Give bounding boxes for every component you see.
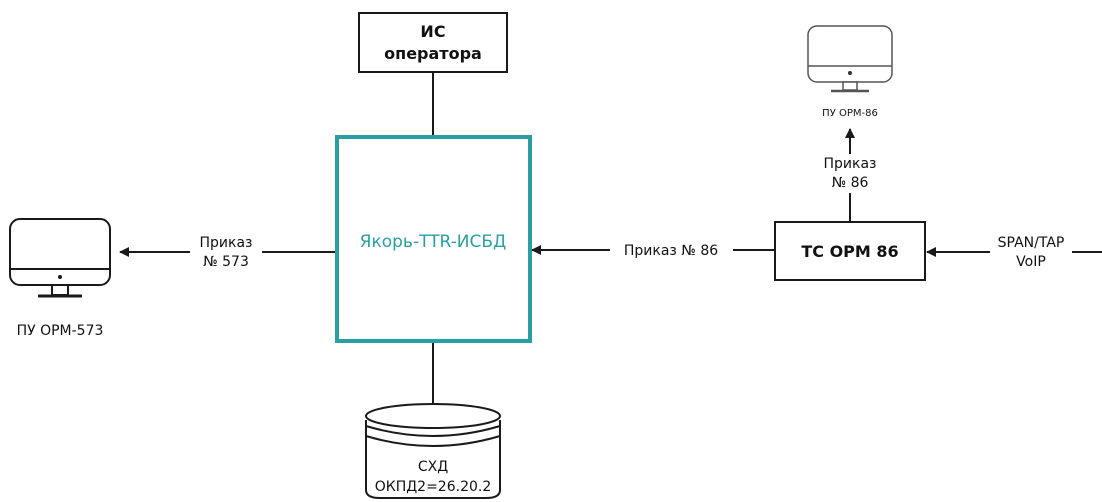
- core-label: Якорь-TTR-ИСБД: [360, 232, 507, 252]
- edge-label-86-console-line1: Приказ: [824, 156, 877, 172]
- edge-label-input-line2: VoIP: [1016, 254, 1046, 270]
- monitor-icon: [9, 218, 111, 298]
- node-storage: СХД ОКПД2=26.20.2: [365, 403, 501, 499]
- edge-label-input-line1: SPAN/TAP: [998, 235, 1065, 251]
- storage-line1: СХД: [418, 459, 448, 475]
- storage-icon: [365, 420, 501, 499]
- edge-label-573-line2: № 573: [203, 254, 249, 270]
- node-operator-is: ИС оператора: [358, 12, 508, 73]
- storage-line2: ОКПД2=26.20.2: [375, 479, 492, 495]
- node-console-86: ПУ ОРМ-86: [807, 25, 893, 119]
- console-86-label: ПУ ОРМ-86: [822, 108, 878, 119]
- edge-label-86-core: Приказ № 86: [624, 243, 718, 259]
- node-tc-orm-86: ТС ОРМ 86: [774, 221, 926, 281]
- console-573-label: ПУ ОРМ-573: [17, 323, 104, 339]
- operator-is-line2: оператора: [384, 44, 482, 63]
- monitor-icon: [807, 25, 893, 93]
- node-console-573: ПУ ОРМ-573: [9, 218, 111, 339]
- edge-label-573-line1: Приказ: [200, 235, 253, 251]
- node-core: Якорь-TTR-ИСБД: [335, 135, 532, 343]
- operator-is-line1: ИС: [420, 22, 445, 41]
- edge-label-86-console-line2: № 86: [832, 175, 869, 191]
- tc-orm-label: ТС ОРМ 86: [801, 242, 898, 261]
